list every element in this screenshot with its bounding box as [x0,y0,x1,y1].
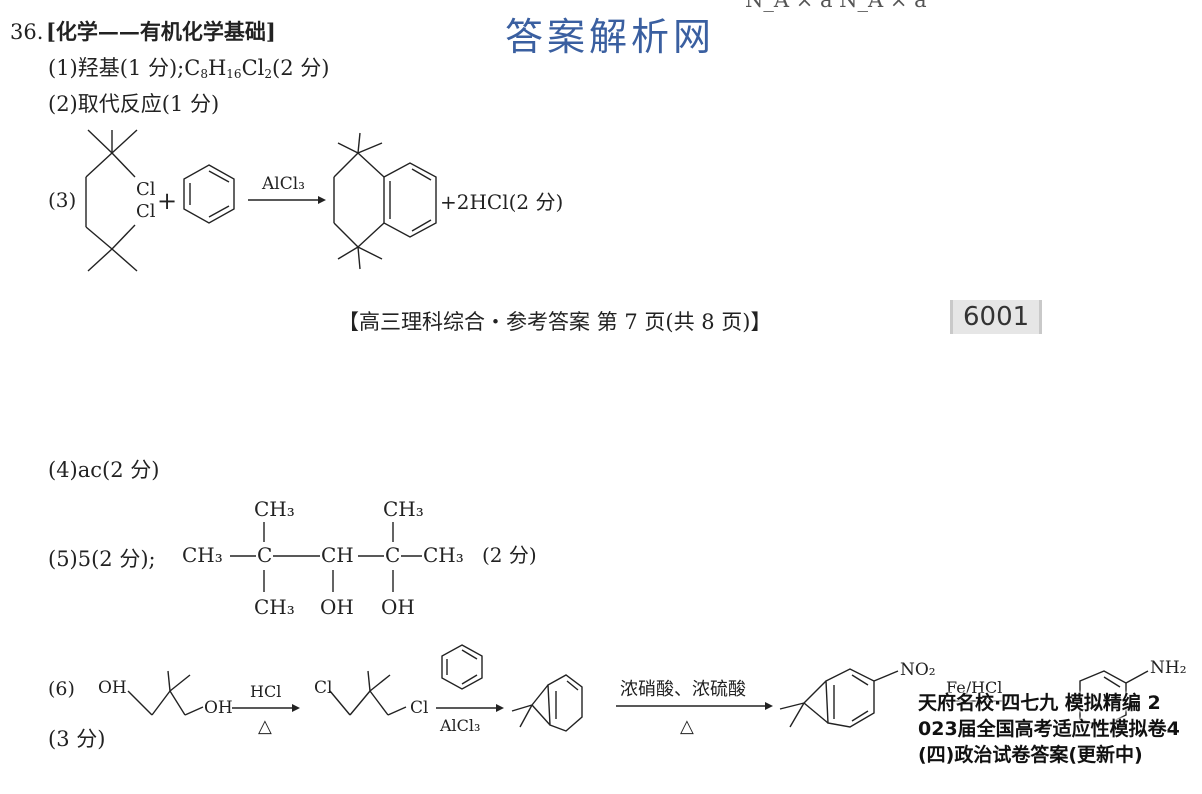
cl-left: Cl [314,678,332,698]
ch3-top-1: CH₃ [254,497,295,521]
overlay-watermark: 天府名校·四七九 模拟精编 2 023届全国高考适应性模拟卷4 (四)政治试卷答… [918,690,1180,768]
formula-h-sub: 16 [226,67,242,81]
amino-indane-structure [1079,670,1149,728]
dimethyl-indane-structure [511,674,583,732]
heat-1: △ [258,716,272,737]
reagent-alcl3: AlCl₃ [261,174,305,194]
ch3-bottom: CH₃ [254,595,295,619]
answer-6-label: (6) [48,678,75,700]
cl-right: Cl [410,698,428,718]
structure-5: CH₃ CH₃ CH₃ C CH C CH₃ (2 分) CH₃ OH OH [182,497,537,619]
formula-c-sub: 8 [200,67,208,81]
overlay-watermark-line-1: 天府名校·四七九 模拟精编 2 [918,692,1161,714]
ch3-top-2: CH₃ [383,497,424,521]
header-fragment: N_A × a N_A × a [745,0,927,12]
reagent-nitration: 浓硝酸、浓硫酸 [620,679,746,700]
answer-1: (1)羟基(1 分);C8H16Cl2(2 分) [48,56,329,80]
dichloro-reactant-structure [85,129,138,272]
oh-2: OH [381,595,415,619]
answer-5-prefix: (5)5(2 分); [48,547,156,571]
overlay-watermark-line-3: (四)政治试卷答案(更新中) [918,744,1143,766]
answer-1-suffix: (2 分) [272,56,330,80]
formula-cl: Cl [241,56,265,80]
dichloride-structure [329,670,407,716]
synthesis-route-6: (6) OH OH HCl △ Cl Cl AlCl₃ [48,644,1187,737]
oh-start: OH [98,678,127,698]
oh-end: OH [204,698,233,718]
diol-structure [127,670,204,716]
cl-label-1: Cl [136,179,156,200]
question-number: 36. [10,20,44,44]
ch3-right: CH₃ [423,543,464,567]
heat-3: △ [680,716,694,737]
c-atom-1: C [257,543,272,567]
arrow-2 [436,704,504,712]
formula-h: H [207,56,227,80]
plus-sign: + [157,187,177,215]
answer-4: (4)ac(2 分) [48,458,160,482]
answer-5-score: (2 分) [482,543,537,567]
reagent-alcl3-2: AlCl₃ [439,716,480,735]
reaction-scheme-3: (3) Cl Cl + AlCl₃ [48,129,563,272]
no2-group: NO₂ [900,660,936,680]
exam-code-badge: 6001 [950,300,1043,334]
benzene-structure [183,164,235,224]
reagent-hcl: HCl [250,682,281,701]
oh-1: OH [320,595,354,619]
nh2-group: NH₂ [1150,658,1187,678]
overlay-watermark-line-2: 023届全国高考适应性模拟卷4 [918,718,1180,740]
product-suffix: +2HCl(2 分) [440,190,563,214]
benzene-reagent-structure [441,644,483,690]
cl-label-2: Cl [136,201,156,222]
reaction-arrow [248,196,326,204]
answer-1-prefix: (1)羟基(1 分); [48,56,185,80]
reagent-fe-hcl: Fe/HCl [946,678,1002,697]
c-atom-2: C [385,543,400,567]
ch-atom: CH [321,543,354,567]
answer-2: (2)取代反应(1 分) [48,92,220,116]
tetramethyl-tetralin-structure [333,132,437,270]
answer-3-label: (3) [48,188,76,212]
formula-cl-sub: 2 [264,67,273,81]
formula-c: C [184,56,201,80]
arrow-3 [616,702,773,710]
arrow-1 [232,704,300,712]
question-title: [化学——有机化学基础] [46,19,276,44]
nitro-indane-structure [779,668,899,728]
page-footer-info: 【高三理科综合・参考答案 第 7 页(共 8 页)】 [338,310,772,334]
answer-6-score: (3 分) [48,727,106,751]
top-watermark: 答案解析网 [505,15,716,59]
ch3-left: CH₃ [182,543,223,567]
